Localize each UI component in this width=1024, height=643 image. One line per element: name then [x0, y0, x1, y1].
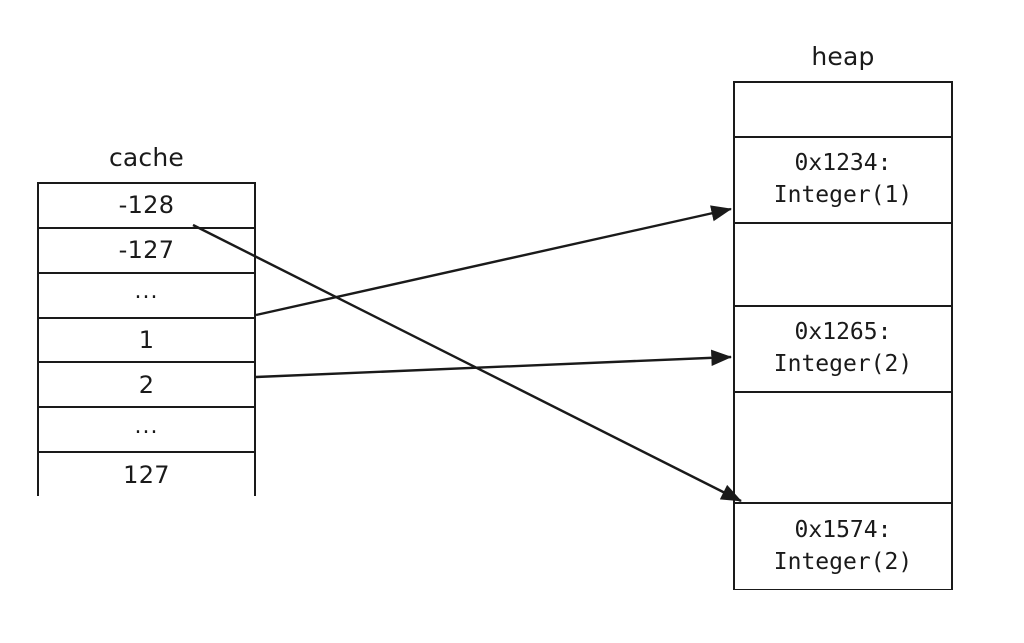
heap-object-value: Integer(2) — [773, 351, 913, 377]
heap-object-value: Integer(2) — [773, 548, 913, 575]
cache-row-3[interactable]: 1 — [39, 318, 254, 364]
heap-row-empty-0[interactable] — [735, 83, 951, 138]
cache-cell-label: 2 — [138, 370, 155, 399]
cache-row-0[interactable]: -128 — [39, 184, 254, 229]
heap-object-address: 0x1234: — [794, 150, 892, 177]
cache-cell-label: 127 — [123, 461, 170, 490]
heap-object-address: 0x1574: — [794, 516, 892, 543]
cache-cell-label: -128 — [118, 191, 175, 220]
heap-row-object-0x1265[interactable]: 0x1265: Integer(2) — [735, 307, 951, 393]
cache-cell-label: 1 — [138, 325, 155, 354]
heap-row-empty-1[interactable] — [735, 224, 951, 307]
heap-row-object-0x1234[interactable]: 0x1234: Integer(1) — [735, 138, 951, 224]
cache-cell-label: -127 — [118, 236, 175, 265]
heap-row-object-0x1574[interactable]: 0x1574: Integer(2) — [735, 504, 951, 589]
heap-row-empty-2[interactable] — [735, 393, 951, 504]
cache-table: -128 -127 ... 1 2 ... 127 — [37, 182, 256, 498]
cache-cell-label: ... — [134, 413, 159, 439]
heap-object-value: Integer(1) — [773, 182, 913, 208]
cache-title: cache — [108, 143, 185, 172]
heap-table: 0x1234: Integer(1) 0x1265: Integer(2) 0x… — [733, 81, 953, 590]
arrow-cache-2-to-heap-0x1265 — [255, 349, 732, 379]
arrow-cache-128-to-heap-0x1574 — [192, 223, 742, 503]
cache-cell-label: ... — [134, 279, 159, 305]
cache-row-6[interactable]: 127 — [39, 453, 254, 498]
arrow-cache-1-to-heap-0x1234 — [255, 205, 732, 317]
heap-title: heap — [811, 42, 875, 71]
heap-object-address: 0x1265: — [794, 319, 892, 346]
cache-row-2[interactable]: ... — [39, 273, 254, 319]
cache-row-4[interactable]: 2 — [39, 363, 254, 409]
cache-row-5[interactable]: ... — [39, 408, 254, 454]
cache-row-1[interactable]: -127 — [39, 228, 254, 274]
